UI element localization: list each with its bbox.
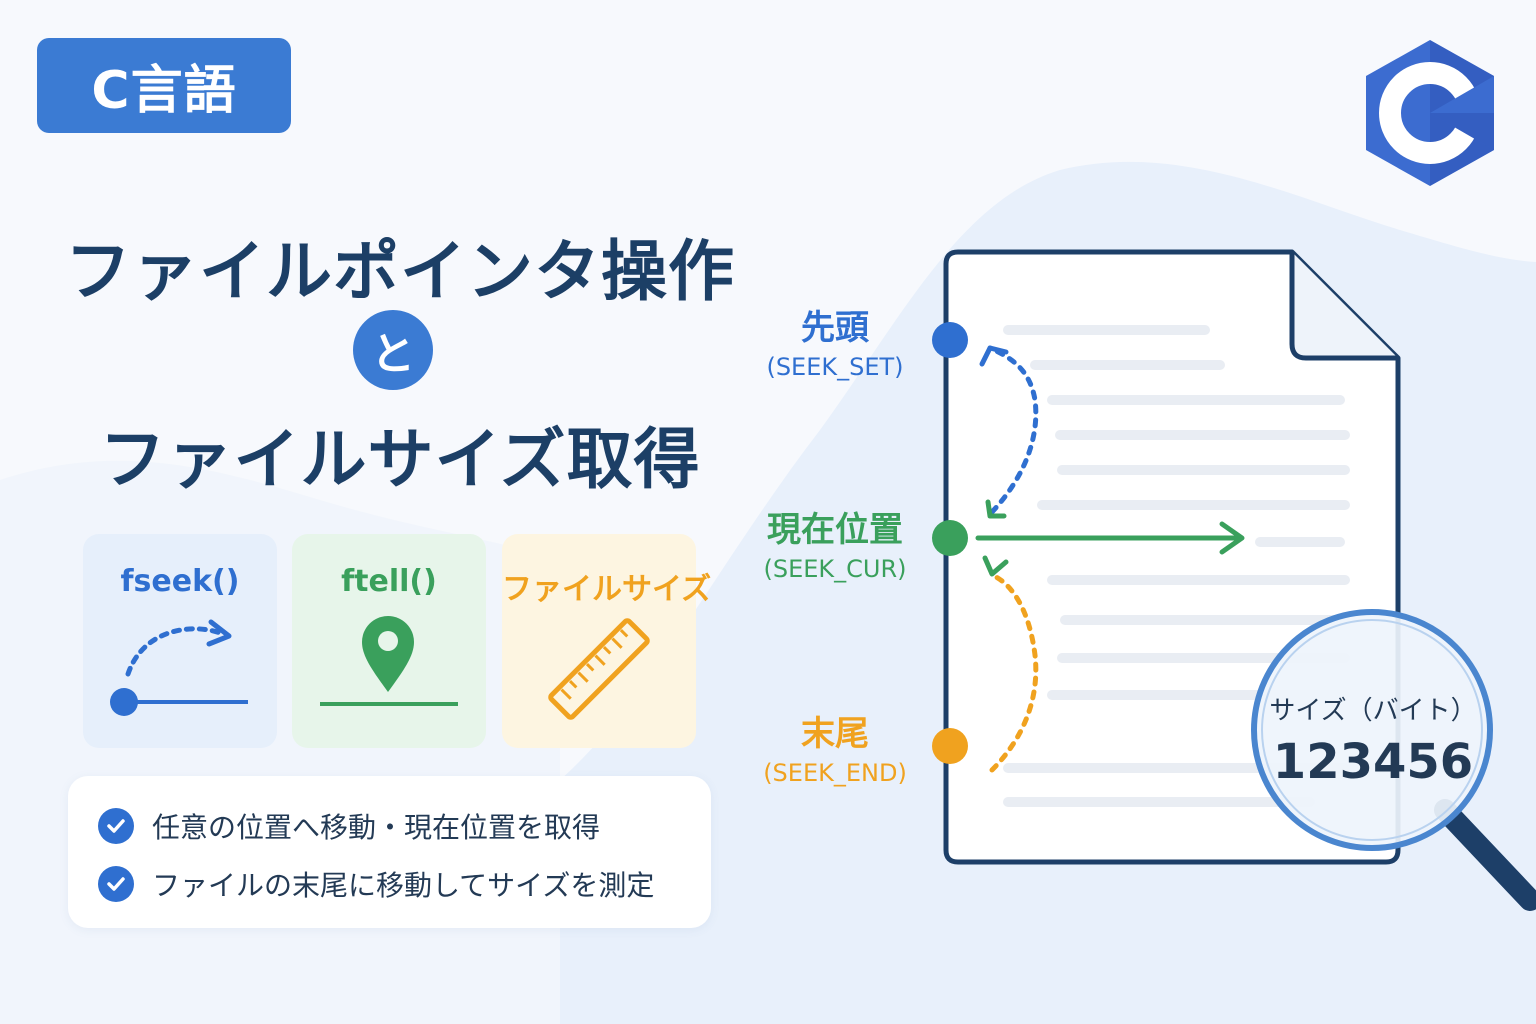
c-logo-icon	[1366, 40, 1494, 186]
check-item-text: 任意の位置へ移動・現在位置を取得	[152, 811, 601, 844]
seek-set-dot	[932, 322, 968, 358]
card-ftell: ftell()	[292, 534, 486, 748]
title-line-2: ファイルサイズ取得	[99, 421, 701, 498]
seek-set-title: 先頭	[801, 308, 869, 348]
card-fseek: fseek()	[83, 534, 277, 748]
card-filesize-label: ファイルサイズ	[502, 572, 712, 607]
location-pin-icon	[320, 616, 458, 706]
card-fseek-label: fseek()	[120, 564, 240, 599]
magnifier-icon	[1251, 609, 1536, 911]
size-label: サイズ（バイト）	[1269, 696, 1477, 726]
arc-arrow-icon	[110, 619, 248, 716]
ruler-icon	[548, 618, 650, 720]
feature-checklist: 任意の位置へ移動・現在位置を取得 ファイルの末尾に移動してサイズを測定	[68, 776, 711, 928]
seek-end-sub: (SEEK_END)	[763, 759, 907, 787]
end-to-cur-arrow	[989, 572, 1039, 773]
card-filesize: ファイルサイズ	[502, 534, 712, 748]
seek-end-dot	[932, 728, 968, 764]
check-icon	[98, 866, 134, 902]
seek-set-label: 先頭 (SEEK_SET)	[760, 300, 910, 381]
title-line-1: ファイルポインタ操作	[65, 233, 735, 310]
check-item-text: ファイルの末尾に移動してサイズを測定	[152, 869, 655, 902]
seek-set-sub: (SEEK_SET)	[766, 353, 904, 381]
language-tag: C言語	[37, 38, 291, 133]
check-icon	[98, 808, 134, 844]
connector-badge: と	[353, 310, 433, 390]
seek-end-label: 末尾 (SEEK_END)	[755, 706, 915, 787]
seek-cur-label: 現在位置 (SEEK_CUR)	[755, 502, 915, 583]
seek-cur-title: 現在位置	[767, 510, 903, 550]
size-value: 123456	[1272, 734, 1474, 790]
cur-to-set-arrow	[987, 345, 1039, 515]
check-item: 任意の位置へ移動・現在位置を取得	[98, 806, 600, 846]
card-ftell-label: ftell()	[341, 564, 437, 599]
seek-end-title: 末尾	[801, 714, 869, 754]
seek-cur-dot	[932, 520, 968, 556]
seek-cur-sub: (SEEK_CUR)	[763, 555, 907, 583]
check-item: ファイルの末尾に移動してサイズを測定	[98, 864, 654, 904]
